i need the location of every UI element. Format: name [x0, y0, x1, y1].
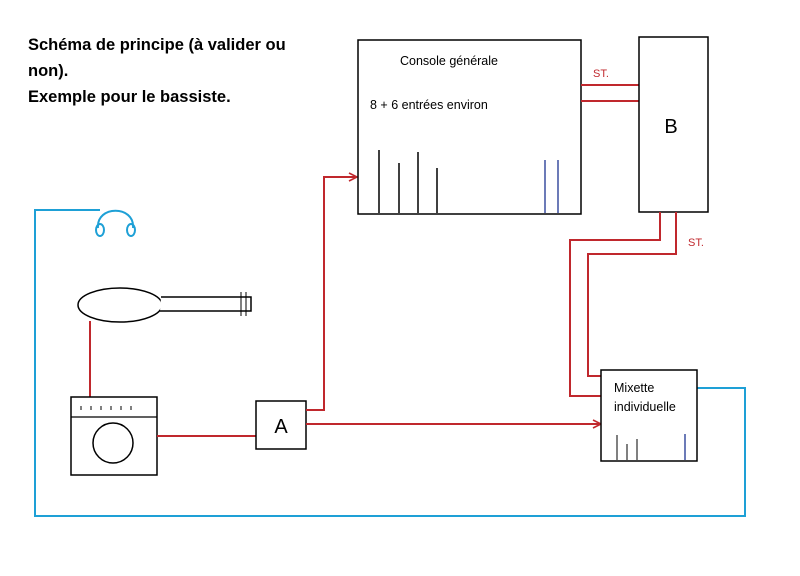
stereo-label-top: ST.: [593, 68, 609, 80]
console-name: Console générale: [400, 54, 498, 68]
stereo-label-bottom: ST.: [688, 237, 704, 249]
headphones-icon: [95, 209, 136, 237]
mixette-faders: [616, 434, 686, 460]
mixette-line-2: individuelle: [614, 400, 676, 414]
mixette-box: [600, 369, 698, 462]
console-box: [357, 39, 582, 215]
diagram-title: Schéma de principe (à valider ou non). E…: [28, 32, 328, 110]
monitor-line: [34, 209, 746, 517]
amplifier-icon: [70, 396, 158, 476]
console-inputs: 8 + 6 entrées environ: [370, 98, 488, 112]
a-to-console-line: [306, 177, 357, 411]
title-line-1: Schéma de principe (à valider ou: [28, 36, 286, 54]
box-b: [638, 36, 709, 213]
box-a-label: A: [274, 416, 288, 438]
b-to-mixette-stereo: [569, 212, 677, 397]
bass-guitar-icon: [77, 287, 252, 323]
title-line-2: non).: [28, 62, 69, 80]
box-b-label: B: [664, 116, 677, 138]
mixette-line-1: Mixette: [614, 381, 654, 395]
console-faders: [378, 150, 559, 213]
console-to-b-stereo: [581, 84, 639, 102]
title-line-3: Exemple pour le bassiste.: [28, 88, 231, 106]
